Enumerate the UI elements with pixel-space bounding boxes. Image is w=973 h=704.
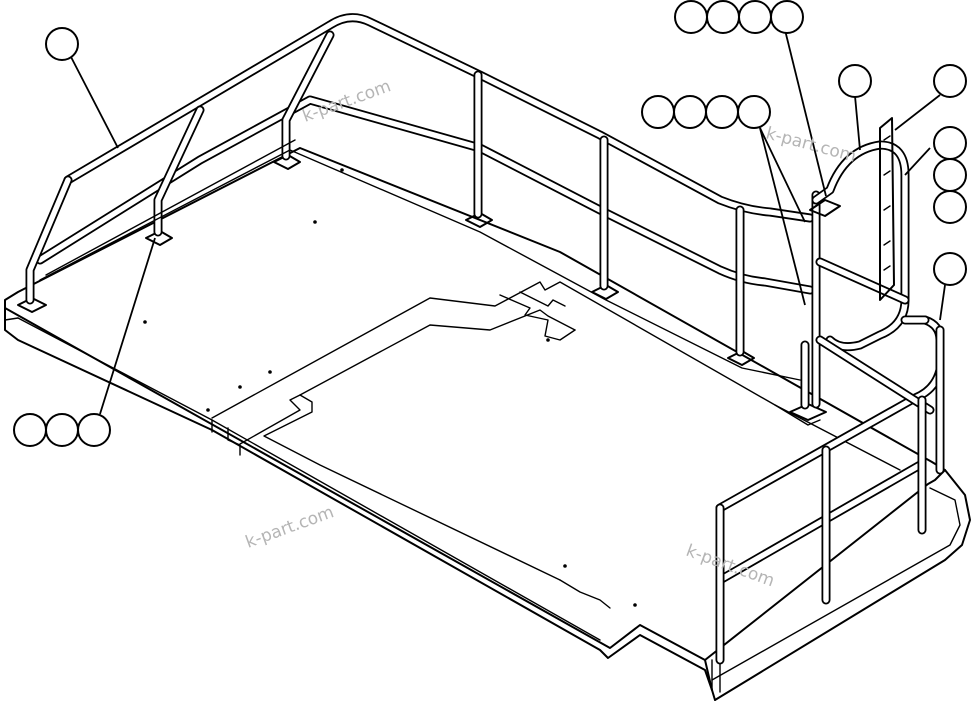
handrail-assembly	[25, 13, 945, 665]
callout-balloon	[738, 0, 772, 34]
callout-balloons	[13, 0, 967, 447]
callout-balloon	[45, 413, 79, 447]
leader-line	[904, 147, 931, 176]
callout-balloon	[673, 95, 707, 129]
leader-line	[894, 94, 941, 131]
callout-balloon	[933, 158, 967, 192]
callout-balloon	[770, 0, 804, 34]
callout-balloon	[737, 95, 771, 129]
callout-balloon	[674, 0, 708, 34]
leader-line	[784, 29, 827, 197]
leader-line	[69, 54, 119, 149]
callout-balloon	[933, 64, 967, 98]
callout-balloon	[933, 252, 967, 286]
watermark-text: k-part.com	[764, 124, 859, 167]
callout-balloon	[13, 413, 47, 447]
watermark-text: k-part.com	[683, 541, 777, 591]
watermark-text: k-part.com	[243, 502, 337, 552]
post-base-plates	[17, 154, 827, 421]
callout-balloon	[641, 95, 675, 129]
leader-line	[759, 127, 806, 223]
callout-balloon	[838, 64, 872, 98]
callout-balloon	[705, 95, 739, 129]
callout-balloon	[77, 413, 111, 447]
leader-line	[854, 95, 861, 151]
leader-line	[759, 127, 806, 306]
platform-deck	[4, 147, 971, 701]
callout-balloon	[933, 126, 967, 160]
leader-line	[939, 284, 946, 321]
callout-balloon	[706, 0, 740, 34]
ladder	[809, 117, 895, 301]
callout-balloon	[933, 190, 967, 224]
callout-balloon	[45, 27, 79, 61]
leader-line	[99, 237, 156, 415]
